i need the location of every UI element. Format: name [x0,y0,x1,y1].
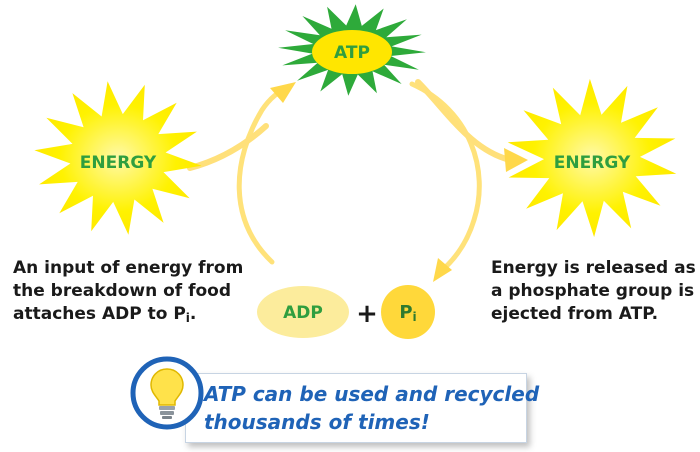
energy-release-arrow [415,79,513,163]
atp-label: ATP [334,43,370,63]
energy-release-caption: Energy is released as a phosphate group … [491,257,696,326]
caption-left-line1: An input of energy from [13,258,244,278]
cycle-arc-right [409,81,482,275]
caption-left-line3-end: . [189,304,197,324]
caption-left-line2: the breakdown of food [13,281,232,301]
energy-label-right: ENERGY [554,153,631,173]
callout-line2: thousands of times! [204,410,430,434]
plus-sign: + [356,299,378,329]
caption-right-line2: a phosphate group is [491,281,695,301]
arrowhead-to-pi [433,258,452,282]
adp-label: ADP [283,303,323,323]
arrowhead-to-atp [270,82,296,103]
caption-left-line3-sub: i [185,311,190,325]
caption-left-line3-main: attaches ADP to P [13,304,186,324]
energy-input-caption: An input of energy from the breakdown of… [13,257,243,330]
cycle-arc-left [236,83,293,265]
caption-left-line3: attaches ADP to Pi. [13,303,243,330]
callout-line1: ATP can be used and recycled [204,382,540,406]
energy-input-arrow [187,123,269,171]
phosphate-circle [381,285,435,339]
lightbulb-icon [130,356,204,430]
caption-right-line1: Energy is released as [491,258,696,278]
adp-oval [257,286,349,338]
energy-label-left: ENERGY [80,153,157,173]
atp-oval [312,30,392,74]
caption-right-line3: ejected from ATP. [491,304,659,324]
energy-burst-right [507,78,677,238]
phosphate-label-main: P [399,302,412,323]
energy-burst-left [34,81,202,235]
phosphate-label-sub: i [413,310,417,324]
arrowhead-to-right-energy [504,148,528,172]
phosphate-label: Pi [399,302,416,324]
recycle-callout-box: ATP can be used and recycled thousands o… [185,373,539,443]
callout-text: ATP can be used and recycled thousands o… [204,380,539,436]
